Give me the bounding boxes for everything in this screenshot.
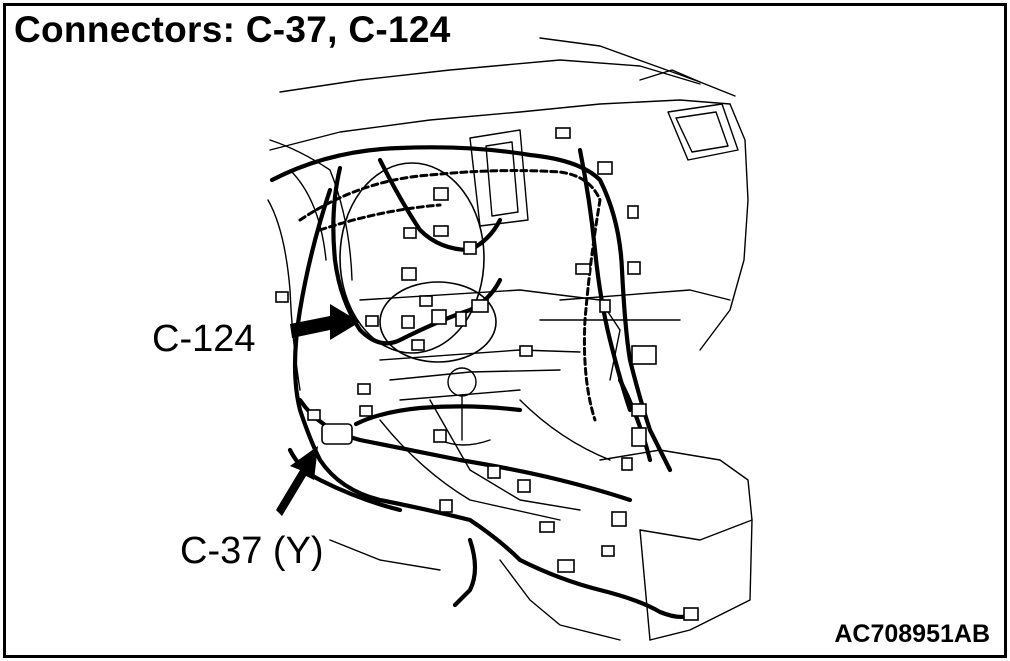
diagram-title: Connectors: C-37, C-124: [14, 9, 451, 50]
dashed-harness: [298, 169, 602, 422]
arrow-c37: [276, 446, 318, 516]
label-c37: C-37 (Y): [180, 530, 324, 572]
figure-code: AC708951AB: [834, 620, 990, 648]
highlight-circles: [339, 162, 497, 363]
arrow-c124: [290, 304, 360, 340]
label-c124: C-124: [152, 318, 256, 360]
connectors: [275, 127, 699, 621]
dashboard-outline: [267, 37, 753, 641]
